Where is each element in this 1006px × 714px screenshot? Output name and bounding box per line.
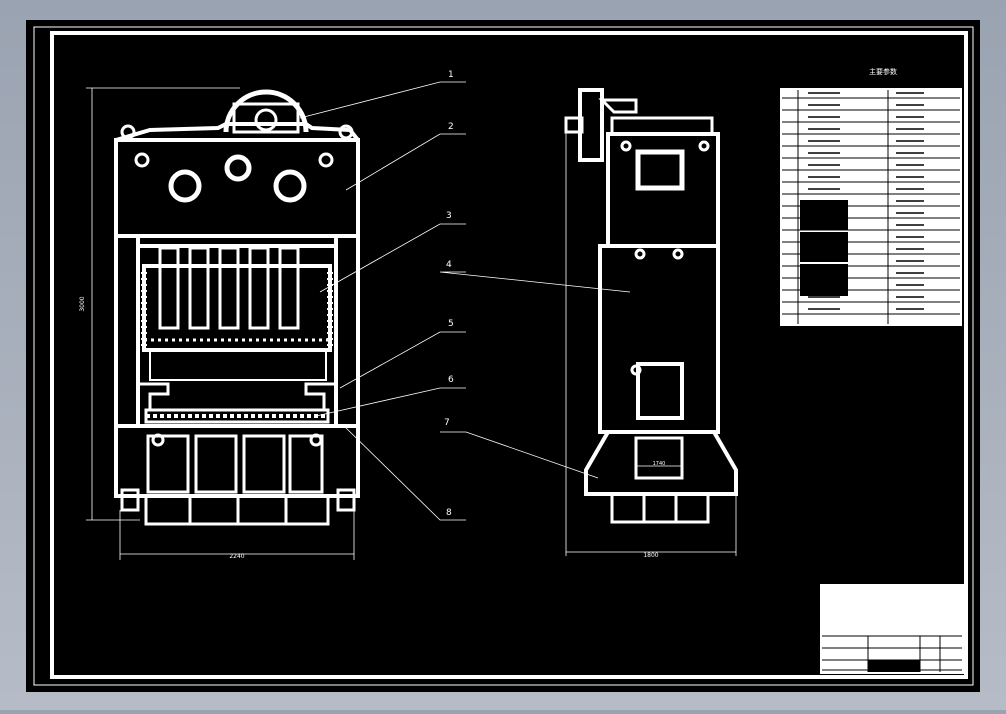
side-view xyxy=(564,88,738,524)
frame-side xyxy=(598,244,720,434)
base-foot-side xyxy=(610,492,710,524)
callout-labels: 1 2 3 4 5 6 7 8 xyxy=(444,70,454,518)
connecting-rod xyxy=(248,246,270,330)
motor-bracket xyxy=(598,98,638,114)
crown-window xyxy=(635,149,685,191)
callout-2: 2 xyxy=(448,122,454,132)
leader-6 xyxy=(315,387,466,417)
motor-shaft xyxy=(564,116,584,134)
title-block-cell xyxy=(868,660,920,672)
title-block xyxy=(820,584,964,674)
callout-4: 4 xyxy=(446,260,452,270)
spec-merged-cell xyxy=(800,200,848,230)
connecting-rod xyxy=(278,246,300,330)
outer-border xyxy=(33,26,974,686)
connecting-rod xyxy=(158,246,180,330)
leader-1 xyxy=(299,81,466,119)
lift-lug-left xyxy=(120,124,136,140)
leader-7 xyxy=(440,431,599,479)
bolster-bracket-right xyxy=(304,382,336,410)
gear-left xyxy=(168,169,202,203)
lift-lug-right xyxy=(338,124,354,140)
spec-table-title: 主要参数 xyxy=(869,67,897,76)
leader-4 xyxy=(439,271,631,293)
base-window xyxy=(634,436,684,480)
flywheel-arc xyxy=(223,89,309,133)
foot-left xyxy=(120,488,140,512)
connecting-rod xyxy=(218,246,240,330)
gear-center xyxy=(224,154,252,182)
inner-border xyxy=(50,31,968,679)
spec-merged-cell xyxy=(800,264,848,296)
leader-8 xyxy=(343,425,466,521)
front-dimensions xyxy=(86,87,355,560)
bed-window xyxy=(288,434,324,494)
crown-top xyxy=(115,122,360,142)
dimension-side-width: 1800 xyxy=(643,552,658,559)
crown-body xyxy=(114,138,360,238)
bolt-hole xyxy=(318,152,334,168)
bolt-hole xyxy=(620,140,632,152)
flywheel-hub xyxy=(254,108,278,132)
dimension-front-width: 2240 xyxy=(229,553,244,560)
callout-1: 1 xyxy=(448,70,454,80)
spec-table xyxy=(780,88,962,326)
leader-5 xyxy=(339,331,466,389)
side-window xyxy=(636,362,684,420)
dimension-front-height: 3000 xyxy=(79,296,86,311)
leader-3 xyxy=(319,223,466,293)
bed-window xyxy=(194,434,238,494)
foot-right xyxy=(336,488,356,512)
bed-window xyxy=(146,434,190,494)
callout-3: 3 xyxy=(446,211,452,221)
flywheel-side xyxy=(578,88,604,162)
callout-5: 5 xyxy=(448,319,454,329)
bolt-hole xyxy=(634,248,646,260)
callout-7: 7 xyxy=(444,418,450,428)
leader-lines xyxy=(299,81,631,521)
spec-merged-cell xyxy=(800,232,848,262)
die-space xyxy=(149,349,327,381)
bolt-hole xyxy=(672,248,684,260)
callout-6: 6 xyxy=(448,375,454,385)
connecting-rod xyxy=(188,246,210,330)
leader-2 xyxy=(345,133,466,191)
bolt-hole xyxy=(134,152,150,168)
callout-8: 8 xyxy=(446,508,452,518)
flywheel-housing xyxy=(232,102,300,134)
gear-right xyxy=(273,169,307,203)
bed-window xyxy=(242,434,286,494)
bolt-hole xyxy=(698,140,710,152)
front-view xyxy=(114,89,360,526)
bolster-bracket-left xyxy=(138,382,170,410)
side-dimensions xyxy=(565,130,737,556)
dimension-side-inner: 1740 xyxy=(653,461,666,467)
